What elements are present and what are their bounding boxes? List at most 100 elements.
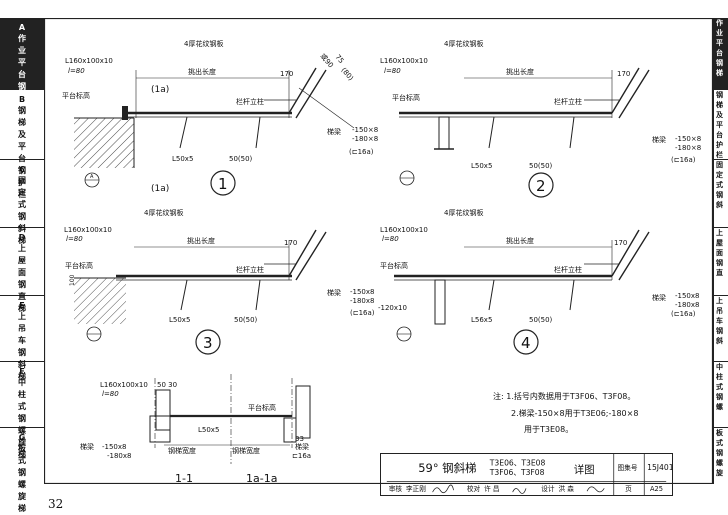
tab-letter: A — [18, 23, 26, 32]
plate-label: 4厚花纹钢板 — [444, 39, 483, 48]
detail-number: 1 — [218, 175, 228, 193]
angle-l50: L50x5 — [471, 162, 492, 170]
tab-label: 作业平台钢梯 — [18, 34, 26, 103]
detail-1: 4厚花纹钢板 L160x100x10 l=80 挑出长度 170 栏杆立柱 平台… — [62, 39, 378, 196]
post-label: 栏杆立柱 — [236, 265, 264, 274]
tab-letter: G — [18, 433, 26, 442]
l-label: l=80 — [382, 235, 399, 243]
beam-size-b: -180x8 — [675, 301, 699, 309]
platform-level-label: 平台标高 — [248, 403, 276, 412]
beam-size-b: -180×8 — [675, 144, 701, 152]
stair-width-label: 钢梯宽度 — [232, 446, 260, 455]
design-label: 设计 — [541, 484, 555, 493]
platform-level-label: 平台标高 — [65, 261, 93, 270]
title-block: 59° 钢斜梯 T3E06、T3E08 T3F06、T3F08 详图 图集号 1… — [380, 453, 673, 496]
detail-number: 2 — [536, 177, 546, 195]
detail-word: 详图 — [574, 463, 595, 476]
l-label: l=80 — [68, 67, 85, 75]
dim-170: 170 — [280, 70, 293, 78]
dim-75: 75 — [333, 53, 345, 65]
beam-size-b: -180x8 — [107, 452, 131, 460]
atlas-label: 图集号 — [618, 463, 638, 472]
signature-reviewer — [432, 484, 454, 494]
beam-size-a: -150x8 — [102, 443, 126, 451]
models-top: T3E06、T3E08 — [489, 458, 546, 467]
detail-3: 4厚花纹钢板 L160x100x10 l=80 挑出长度 170 栏杆立柱 平台… — [64, 208, 375, 355]
title-text: 59° 钢斜梯 — [418, 461, 476, 475]
post-label: 栏杆立柱 — [554, 265, 582, 274]
overhang-label: 挑出长度 — [506, 236, 534, 245]
stair-beam-label: 梯梁 — [327, 127, 341, 136]
channel-label: ⊏16a — [292, 452, 311, 460]
section-drawings: L160x100x10 l=80 50 30 L50x5 梯梁 -150x8 -… — [80, 374, 311, 484]
dim-100: 100 — [69, 274, 76, 286]
dim-50: 50(50) — [529, 316, 553, 324]
beam-size-b: -180×8 — [352, 135, 378, 143]
page-number: 32 — [48, 497, 64, 511]
channel-label: (⊏16a) — [671, 156, 696, 164]
beam-size-b: -180x8 — [350, 297, 374, 305]
angle-l50: L50x5 — [172, 155, 193, 163]
tab-label: 固定式钢斜梯 — [18, 176, 26, 245]
overhang-label: 挑出长度 — [188, 67, 216, 76]
tab-letter: F — [19, 367, 25, 376]
beam-size-a: -150x8 — [675, 292, 699, 300]
tab-label: 板式钢螺旋梯 — [18, 444, 26, 513]
tab-label: 上吊车钢斜梯 — [18, 312, 26, 381]
sidebar: A 作业平台钢梯 B 钢梯及平台钢护栏 C 固定式钢斜梯 D 上屋面钢直梯 E … — [0, 18, 45, 513]
detail-4: 4厚花纹钢板 L160x100x10 l=80 挑出长度 170 栏杆立柱 平台… — [378, 208, 699, 355]
angle-label: L160x100x10 — [65, 57, 113, 65]
dim-50: 50(50) — [529, 162, 553, 170]
plate-label: 4厚花纹钢板 — [444, 208, 483, 217]
angle-l50: L50x5 — [198, 426, 219, 434]
tab-letter: B — [18, 95, 26, 104]
right-strip: 作业平台钢梯 钢梯及平台护栏 固定式钢斜 上屋面钢直 上吊车钢斜 中柱式钢螺 板… — [713, 18, 728, 484]
tab-e[interactable]: E 上吊车钢斜梯 — [0, 296, 44, 381]
angle-label: L160x100x10 — [380, 57, 428, 65]
l-label: l=80 — [102, 390, 119, 398]
beam-size-a: -150×8 — [675, 135, 701, 143]
tab-a[interactable]: A 作业平台钢梯 — [0, 18, 44, 103]
dim-50: 50(50) — [229, 155, 253, 163]
right-tab: 上屋面钢直 — [714, 228, 728, 296]
tab-d[interactable]: D 上屋面钢直梯 — [0, 228, 44, 313]
drawing-sheet: 4厚花纹钢板 L160x100x10 l=80 挑出长度 170 栏杆立柱 平台… — [44, 18, 713, 484]
detail-2: 4厚花纹钢板 L160x100x10 l=80 挑出长度 170 栏杆立柱 平台… — [380, 39, 701, 198]
section-1a-label: (1a) — [151, 184, 169, 194]
page-code: A25 — [650, 485, 663, 493]
tab-label: 钢梯及平台钢护栏 — [18, 106, 26, 199]
right-tab: 上吊车钢斜 — [714, 296, 728, 362]
page-label: 页 — [625, 485, 632, 493]
post-label: 栏杆立柱 — [554, 97, 582, 106]
callout-a: A — [90, 174, 94, 180]
dim-50: 50(50) — [234, 316, 258, 324]
models-bottom: T3F06、T3F08 — [489, 468, 545, 477]
angle-l56: L56x5 — [471, 316, 492, 324]
tab-b[interactable]: B 钢梯及平台钢护栏 — [0, 90, 44, 199]
angle-label: L160x100x10 — [64, 226, 112, 234]
right-tab: 作业平台钢梯 — [714, 18, 728, 90]
detail-number: 4 — [521, 334, 531, 352]
platform-level-label: 平台标高 — [392, 93, 420, 102]
tab-f[interactable]: F 中柱式钢螺旋梯 — [0, 362, 44, 459]
channel-label: (⊏16a) — [349, 148, 374, 156]
tab-letter: C — [19, 165, 25, 174]
l-label: l=80 — [384, 67, 401, 75]
signature-checker — [512, 488, 527, 494]
tab-g[interactable]: G 板式钢螺旋梯 — [0, 428, 44, 513]
tab-letter: D — [18, 233, 26, 242]
section-1a-1a-label: 1a-1a — [246, 472, 277, 484]
stair-beam-label: 梯梁 — [295, 442, 309, 451]
tab-label: 上屋面钢直梯 — [18, 244, 26, 313]
checker-name: 许 昌 — [484, 484, 499, 493]
right-tab: 板式钢螺旋 — [716, 429, 723, 477]
dim-170: 170 — [614, 239, 627, 247]
overhang-label: 挑出长度 — [506, 67, 534, 76]
designer-name: 洪 森 — [558, 484, 574, 493]
stair-beam-label: 梯梁 — [652, 293, 666, 302]
channel-label: (⊏16a) — [671, 310, 696, 318]
beam-size-a: -150x8 — [350, 288, 374, 296]
tab-c[interactable]: C 固定式钢斜梯 — [0, 160, 44, 245]
dim-170: 170 — [617, 70, 630, 78]
note-line-3: 用于T3E08。 — [524, 425, 573, 434]
